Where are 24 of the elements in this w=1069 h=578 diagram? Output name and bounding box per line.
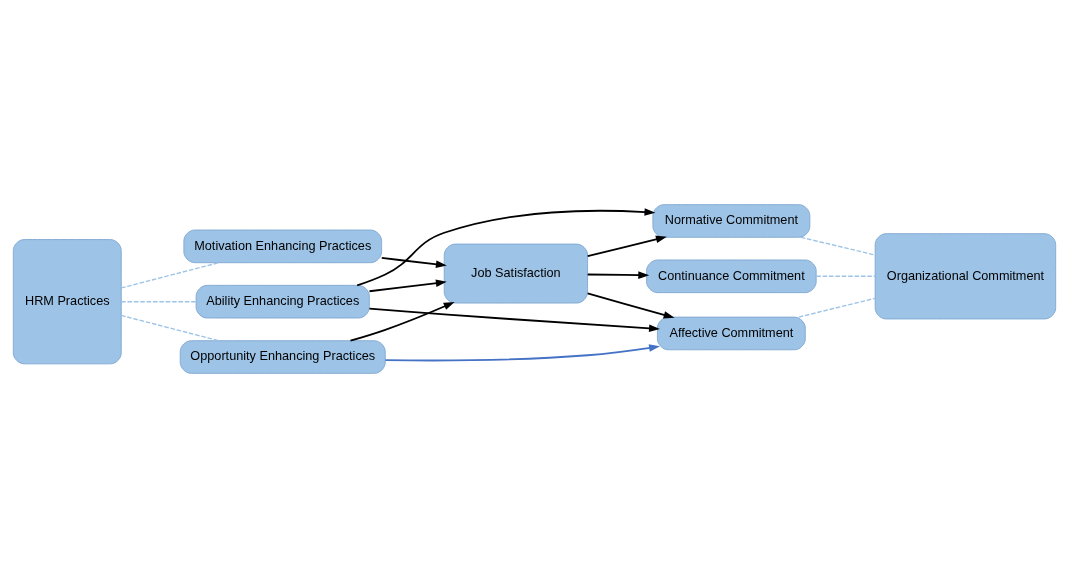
node-box: Normative Commitment [652, 204, 811, 238]
arrow [586, 235, 667, 258]
node-box: Affective Commitment [656, 316, 806, 351]
arrow [384, 344, 660, 362]
node-box: Organizational Commitment [874, 233, 1057, 320]
arrow [380, 257, 447, 269]
node-box: Motivation Enhancing Practices [183, 229, 383, 264]
connector [815, 275, 876, 277]
connector [798, 297, 876, 318]
connector [120, 301, 197, 303]
connector [120, 262, 220, 289]
connector [800, 236, 876, 256]
connector [120, 314, 220, 342]
arrow [586, 271, 650, 279]
node-box: Continuance Commitment [646, 259, 817, 294]
node-box: HRM Practices [12, 239, 122, 365]
node-box: Ability Enhancing Practices [195, 284, 370, 319]
arrow [586, 292, 675, 319]
arrow [368, 307, 660, 333]
node-box: Job Satisfaction [443, 243, 589, 304]
arrow [368, 279, 447, 293]
arrow [356, 208, 656, 287]
arrow [349, 302, 455, 342]
node-box: Opportunity Enhancing Practices [179, 340, 386, 374]
